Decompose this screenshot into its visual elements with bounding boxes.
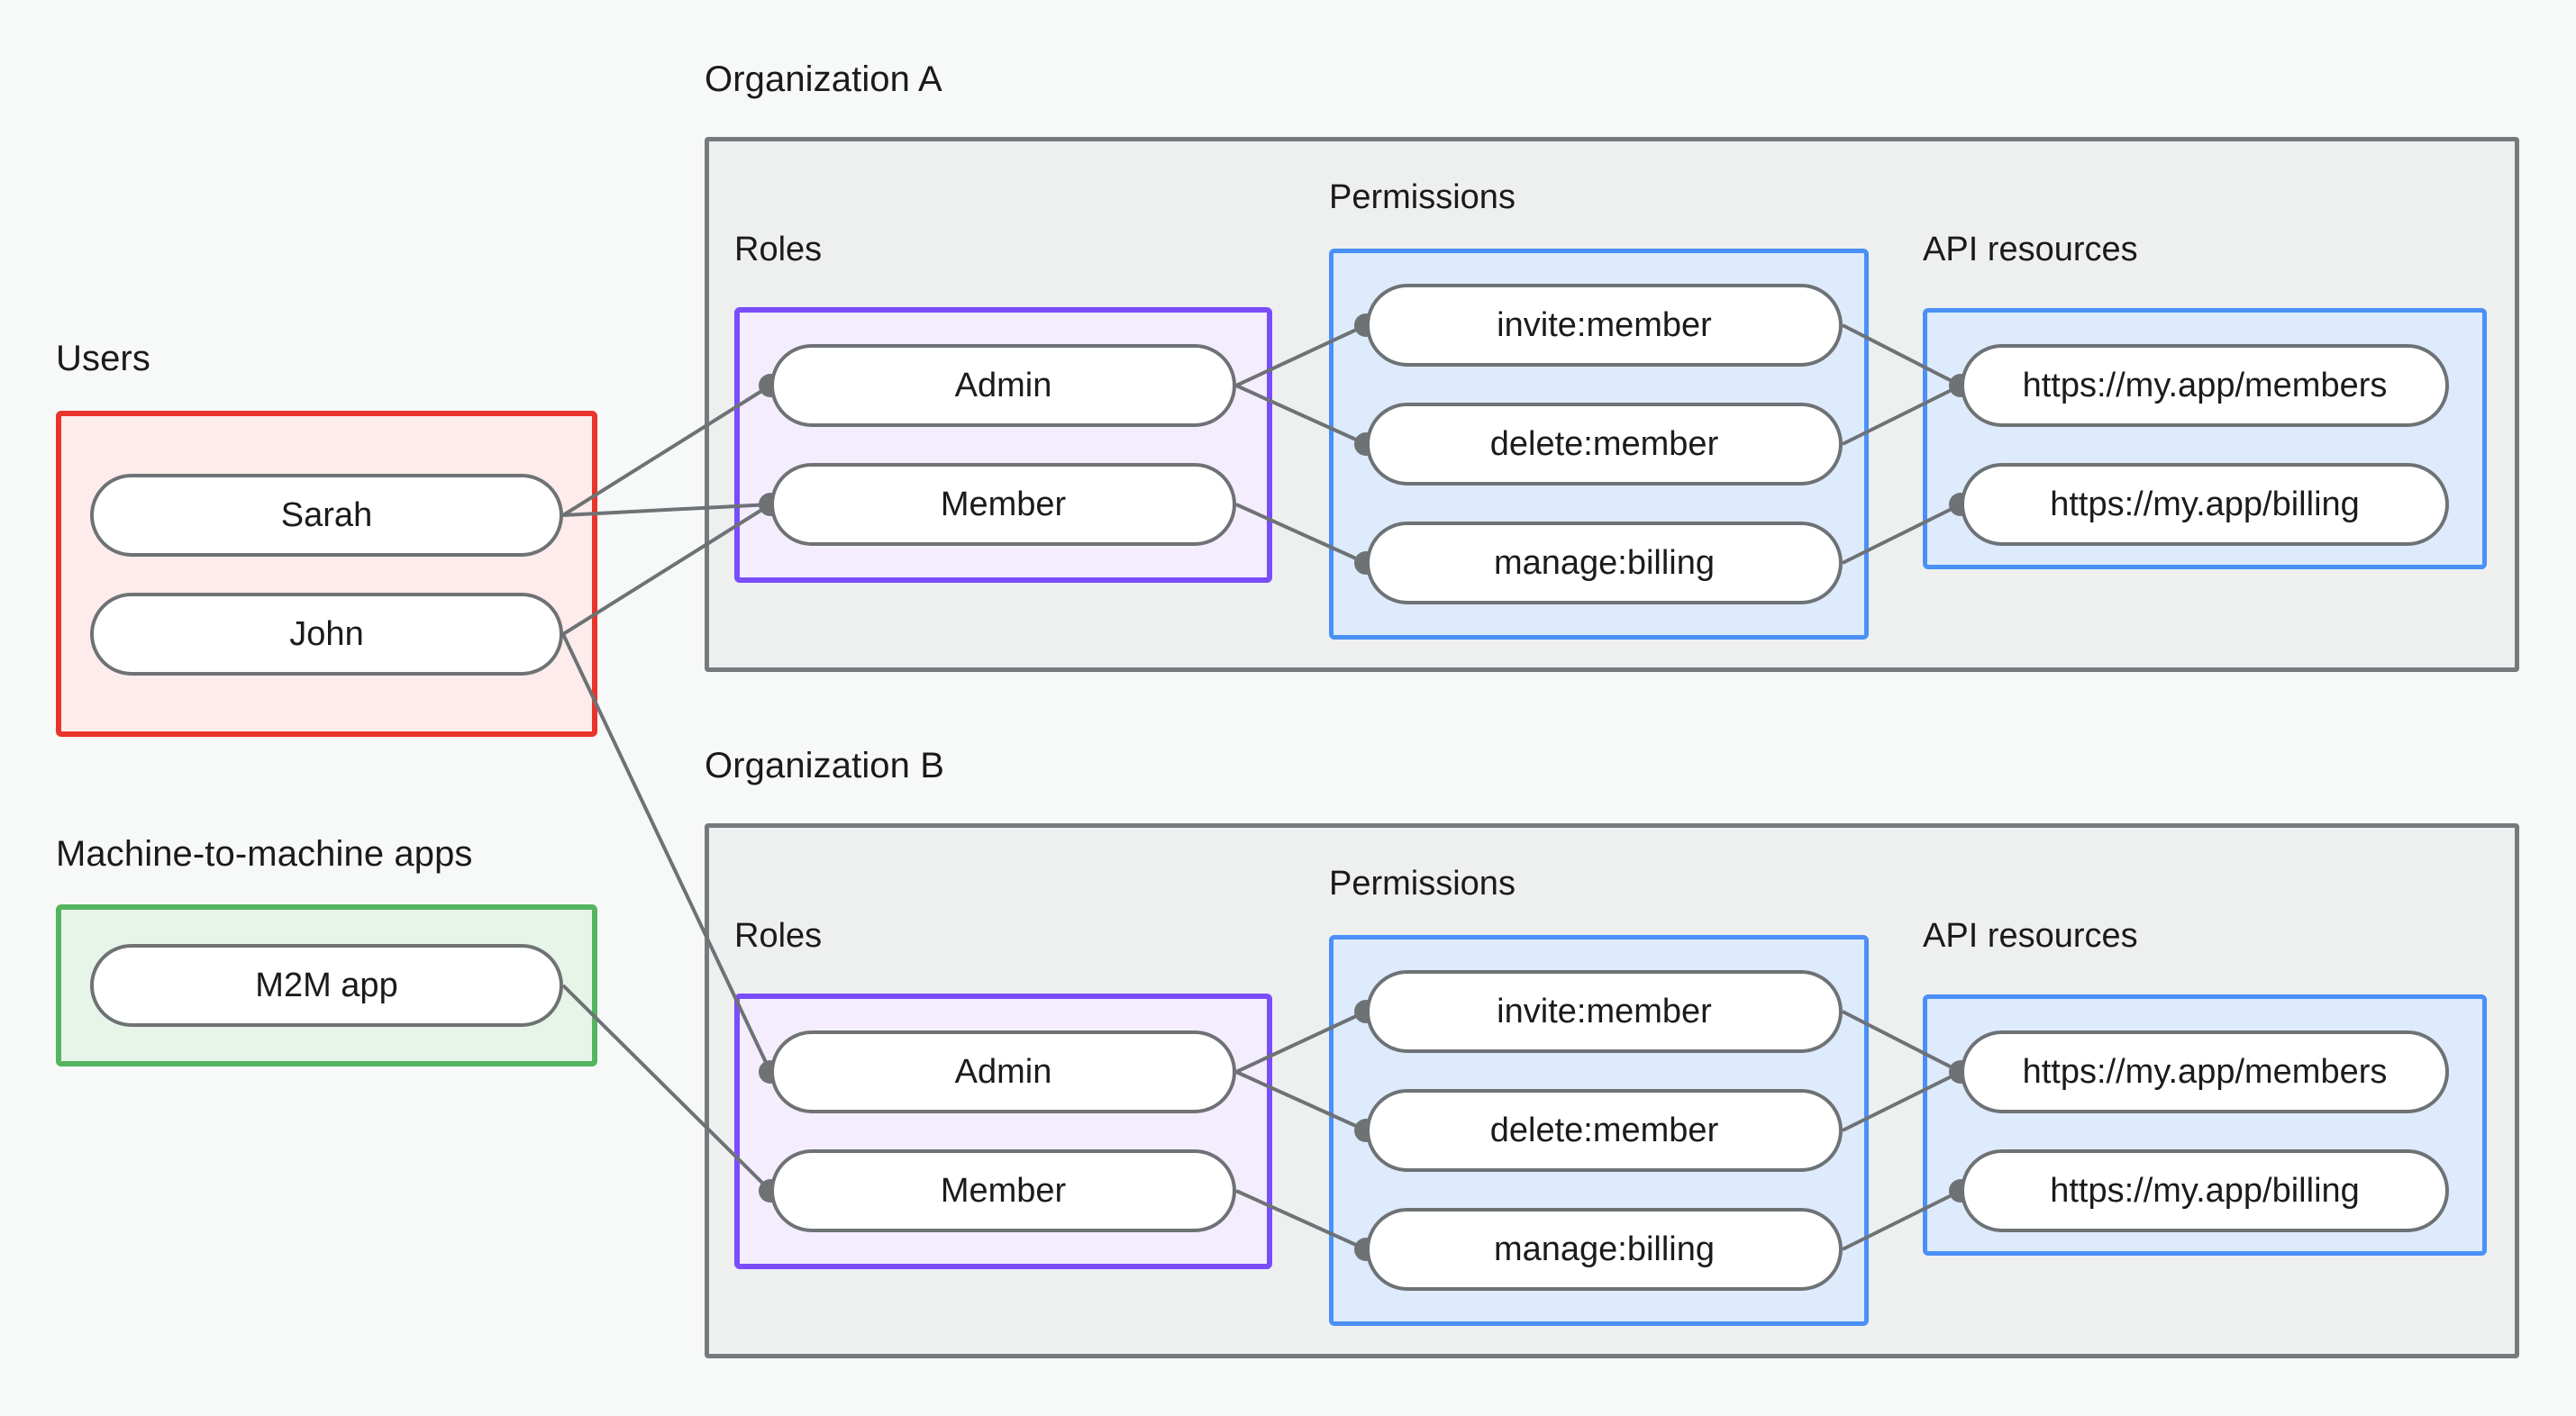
org-a-label: Organization A: [705, 59, 942, 99]
org-a-permission-invite-member[interactable]: invite:member: [1366, 284, 1843, 367]
m2m-group-label: Machine-to-machine apps: [56, 834, 473, 874]
role-node-label: Admin: [954, 1052, 1052, 1091]
api-resource-node-label: https://my.app/billing: [2050, 485, 2360, 523]
org-a-roles-label: Roles: [734, 231, 823, 268]
user-node-label: Sarah: [280, 495, 373, 534]
permission-node-label: manage:billing: [1493, 1230, 1716, 1268]
user-node-john[interactable]: John: [90, 593, 563, 676]
permission-node-label: delete:member: [1489, 424, 1719, 463]
role-node-label: Member: [940, 1171, 1067, 1210]
org-b-role-admin[interactable]: Admin: [770, 1030, 1236, 1113]
org-b-permission-invite-member[interactable]: invite:member: [1366, 970, 1843, 1053]
org-a-role-admin[interactable]: Admin: [770, 344, 1236, 427]
org-a-permission-manage-billing[interactable]: manage:billing: [1366, 522, 1843, 604]
user-node-label: John: [289, 614, 364, 653]
org-a-permissions-label: Permissions: [1329, 178, 1516, 216]
org-b-roles-label: Roles: [734, 917, 823, 955]
api-resource-node-label: https://my.app/members: [2022, 366, 2388, 404]
permission-node-label: manage:billing: [1493, 543, 1716, 582]
api-resource-node-label: https://my.app/members: [2022, 1052, 2388, 1091]
role-node-label: Admin: [954, 366, 1052, 404]
user-node-sarah[interactable]: Sarah: [90, 474, 563, 557]
org-a-api-resources-label: API resources: [1923, 231, 2138, 268]
org-a-api-resource-billing[interactable]: https://my.app/billing: [1961, 463, 2449, 546]
org-b-permissions-label: Permissions: [1329, 865, 1516, 903]
org-b-api-resources-label: API resources: [1923, 917, 2138, 955]
users-container: [56, 411, 597, 737]
permission-node-label: delete:member: [1489, 1111, 1719, 1149]
org-a-api-resource-members[interactable]: https://my.app/members: [1961, 344, 2449, 427]
org-a-permission-delete-member[interactable]: delete:member: [1366, 403, 1843, 486]
api-resource-node-label: https://my.app/billing: [2050, 1171, 2360, 1210]
org-b-permission-manage-billing[interactable]: manage:billing: [1366, 1208, 1843, 1291]
org-a-role-member[interactable]: Member: [770, 463, 1236, 546]
permission-node-label: invite:member: [1497, 305, 1712, 344]
org-b-role-member[interactable]: Member: [770, 1149, 1236, 1232]
role-node-label: Member: [940, 485, 1067, 523]
org-b-api-resource-billing[interactable]: https://my.app/billing: [1961, 1149, 2449, 1232]
m2m-node-label: M2M app: [255, 966, 398, 1004]
users-group-label: Users: [56, 339, 150, 378]
permission-node-label: invite:member: [1497, 992, 1712, 1030]
org-b-label: Organization B: [705, 746, 944, 785]
org-b-permission-delete-member[interactable]: delete:member: [1366, 1089, 1843, 1172]
m2m-node-app[interactable]: M2M app: [90, 944, 563, 1027]
org-b-api-resource-members[interactable]: https://my.app/members: [1961, 1030, 2449, 1113]
